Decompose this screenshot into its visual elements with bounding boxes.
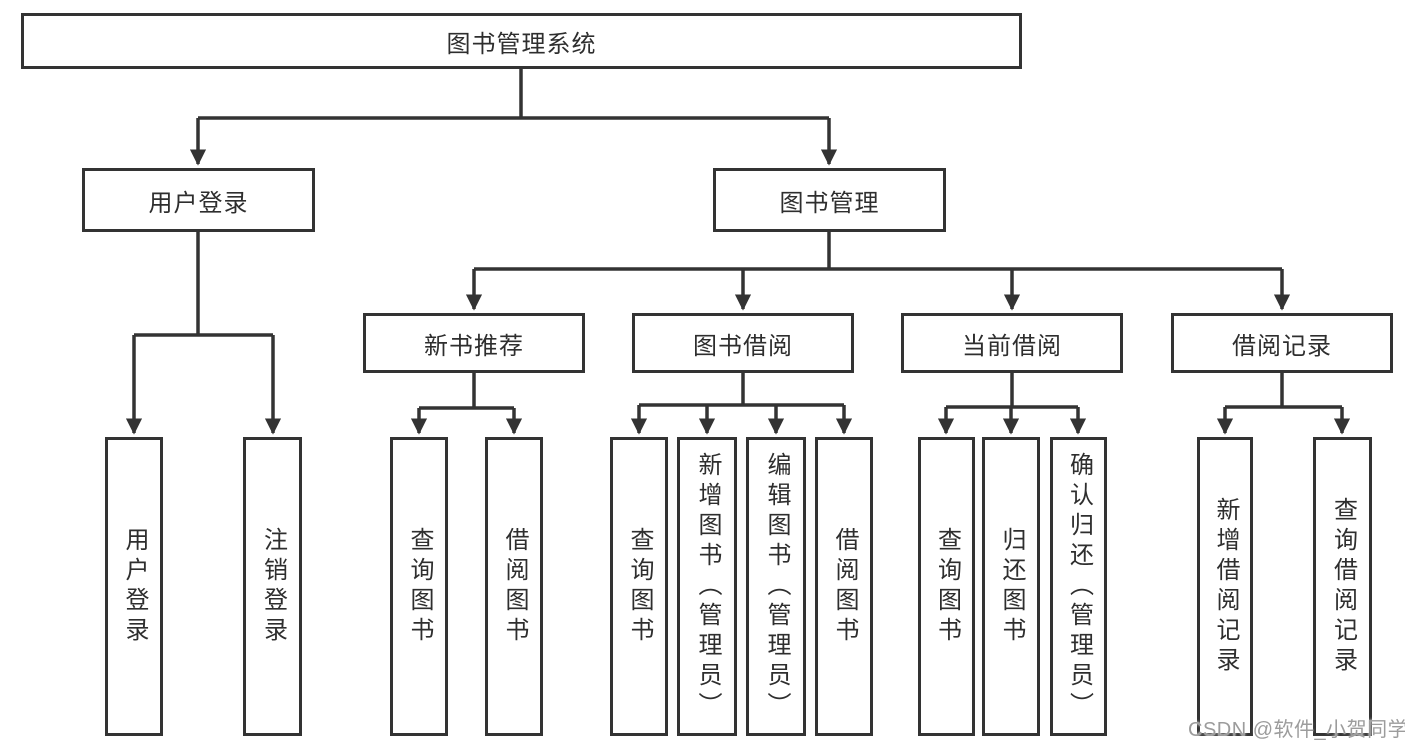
leaf-label: 注销登录 (259, 526, 287, 647)
leaf-label: 用户登录 (121, 526, 148, 647)
leaf-borrow-books-recommend: 借阅图书 (485, 437, 543, 736)
leaf-edit-books-admin: 编辑图书（管理员） (746, 437, 806, 736)
node-label: 图书管理 (779, 189, 880, 217)
node-book-borrow: 图书借阅 (632, 313, 854, 373)
node-label: 新书推荐 (424, 332, 524, 360)
node-root-system: 图书管理系统 (21, 13, 1022, 69)
leaf-borrow-books: 借阅图书 (815, 437, 873, 736)
leaf-add-borrow-record: 新增借阅记录 (1197, 437, 1253, 736)
node-user-login: 用户登录 (82, 168, 315, 232)
node-label: 图书借阅 (693, 332, 793, 360)
leaf-label: 编辑图书（管理员） (763, 451, 790, 722)
leaf-query-borrow-record: 查询借阅记录 (1313, 437, 1372, 736)
leaf-label: 新增图书（管理员） (694, 451, 721, 722)
node-label: 图书管理系统 (446, 30, 597, 58)
node-label: 用户登录 (148, 189, 249, 217)
leaf-label: 借阅图书 (831, 526, 858, 647)
leaf-user-login: 用户登录 (105, 437, 163, 736)
leaf-label: 查询图书 (406, 526, 433, 647)
leaf-label: 查询图书 (933, 526, 961, 647)
leaf-logout: 注销登录 (243, 437, 302, 736)
leaf-label: 新增借阅记录 (1212, 496, 1239, 677)
node-book-management: 图书管理 (713, 168, 946, 232)
leaf-query-books-borrow: 查询图书 (610, 437, 668, 736)
leaf-label: 归还图书 (998, 526, 1025, 647)
leaf-label: 查询借阅记录 (1329, 496, 1357, 677)
leaf-confirm-return-admin: 确认归还（管理员） (1050, 437, 1107, 736)
leaf-label: 查询图书 (626, 526, 653, 647)
csdn-watermark: CSDN @软件_小贺同学 (1188, 719, 1405, 741)
node-label: 当前借阅 (962, 332, 1062, 360)
leaf-add-books-admin: 新增图书（管理员） (677, 437, 737, 736)
leaf-label: 借阅图书 (501, 526, 528, 647)
node-borrow-records: 借阅记录 (1171, 313, 1393, 373)
leaf-query-books-recommend: 查询图书 (390, 437, 448, 736)
leaf-label: 确认归还（管理员） (1065, 451, 1093, 722)
leaf-query-books-current: 查询图书 (918, 437, 975, 736)
node-new-book-recommend: 新书推荐 (363, 313, 585, 373)
node-label: 借阅记录 (1232, 332, 1332, 360)
node-current-borrow: 当前借阅 (901, 313, 1123, 373)
leaf-return-books: 归还图书 (982, 437, 1040, 736)
